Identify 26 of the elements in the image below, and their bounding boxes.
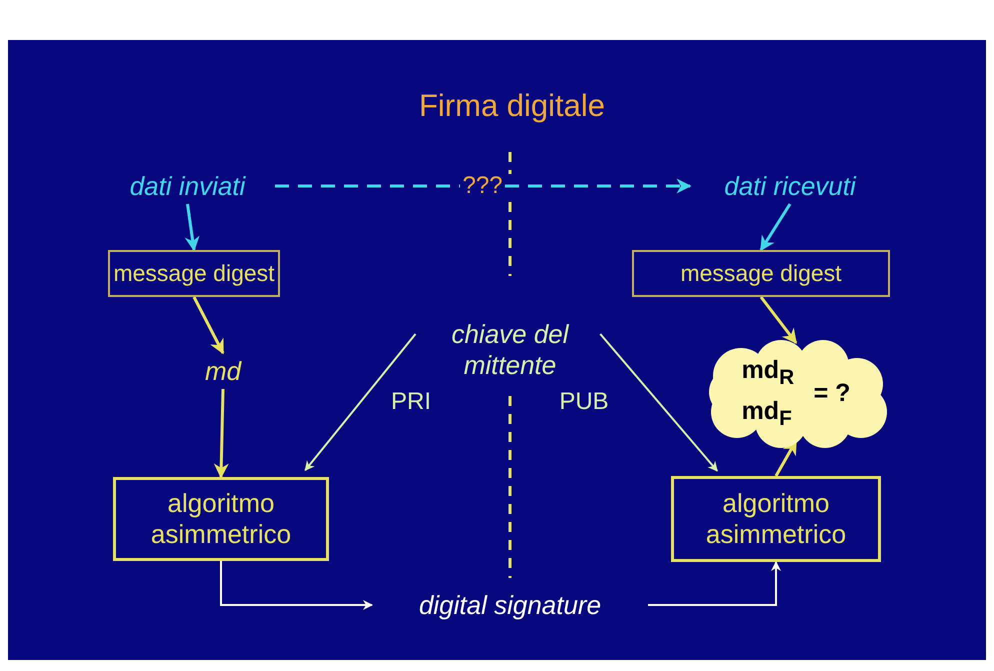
arrow xyxy=(760,296,798,344)
comparison-text: md$_{R}$ md$_{F}$ xyxy=(742,354,796,432)
diagram-title: Firma digitale xyxy=(418,88,606,124)
box-text: algoritmo asimmetrico xyxy=(150,488,292,550)
process-box xyxy=(113,477,329,561)
input-label: dati inviati xyxy=(130,170,246,202)
arrow xyxy=(192,296,224,354)
arrow xyxy=(648,561,781,606)
comparison-text: = ? xyxy=(814,378,850,409)
box-text: algoritmo asimmetrico xyxy=(704,488,848,550)
arrow xyxy=(304,333,416,472)
arrow xyxy=(220,561,373,610)
value-label: md xyxy=(204,356,242,386)
arrow xyxy=(275,178,692,194)
process-box xyxy=(632,250,890,297)
arrow xyxy=(600,333,718,472)
arrow xyxy=(760,203,792,252)
signature-label: digital signature xyxy=(418,590,602,620)
input-label: dati ricevuti xyxy=(724,170,856,202)
process-box xyxy=(671,476,881,562)
box-text: message digest xyxy=(680,260,842,288)
key-label: chiave del mittente xyxy=(450,319,570,381)
arrow xyxy=(184,204,200,252)
arrow xyxy=(214,388,229,478)
box-text: message digest xyxy=(113,260,275,288)
process-box xyxy=(108,250,280,297)
